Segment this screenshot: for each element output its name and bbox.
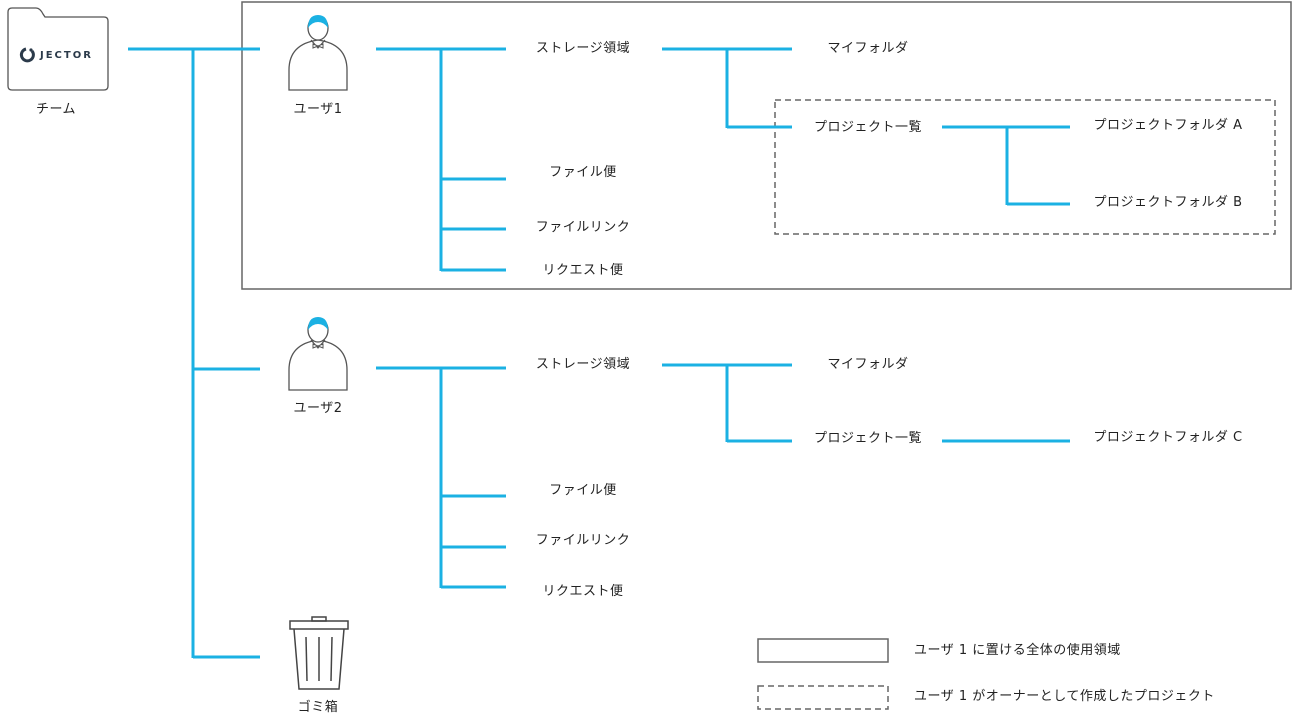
legend-solid-swatch [757, 638, 889, 663]
user1-projects-dashed-box [774, 99, 1276, 235]
connector-lines [128, 47, 1070, 659]
user1-area-outline [241, 1, 1292, 290]
user2-file-link-label: ファイルリンク [535, 533, 631, 548]
jector-logo-text: JECTOR [40, 50, 93, 61]
legend-dashed-label: ユーザ 1 がオーナーとして作成したプロジェクト [914, 689, 1215, 704]
user2-project-list-label: プロジェクト一覧 [813, 431, 923, 446]
user1-file-link-label: ファイルリンク [535, 220, 631, 235]
user1-person-icon [288, 15, 348, 91]
team-label: チーム [35, 102, 77, 117]
folder-icon [7, 7, 109, 91]
user1-label: ユーザ1 [293, 102, 343, 117]
user1-project-list-label: プロジェクト一覧 [813, 120, 923, 135]
user1-request-delivery-label: リクエスト便 [542, 263, 624, 278]
user2-file-delivery-label: ファイル便 [549, 483, 617, 498]
trash-icon [289, 616, 349, 690]
user1-file-delivery-label: ファイル便 [549, 165, 617, 180]
project-folder-b-label: プロジェクトフォルダ B [1093, 195, 1243, 210]
user2-storage-label: ストレージ領域 [535, 357, 631, 372]
user2-my-folder-label: マイフォルダ [827, 357, 909, 372]
legend-solid-label: ユーザ 1 に置ける全体の使用領域 [914, 643, 1121, 658]
jector-logo-mark [19, 47, 35, 63]
user2-label: ユーザ2 [293, 401, 343, 416]
project-folder-a-label: プロジェクトフォルダ A [1093, 118, 1243, 133]
user1-storage-label: ストレージ領域 [535, 41, 631, 56]
legend-dashed-swatch [757, 685, 889, 710]
user2-person-icon [288, 317, 348, 391]
project-folder-c-label: プロジェクトフォルダ C [1093, 430, 1243, 445]
user1-my-folder-label: マイフォルダ [827, 41, 909, 56]
user2-request-delivery-label: リクエスト便 [542, 584, 624, 599]
trash-label: ゴミ箱 [297, 700, 339, 715]
